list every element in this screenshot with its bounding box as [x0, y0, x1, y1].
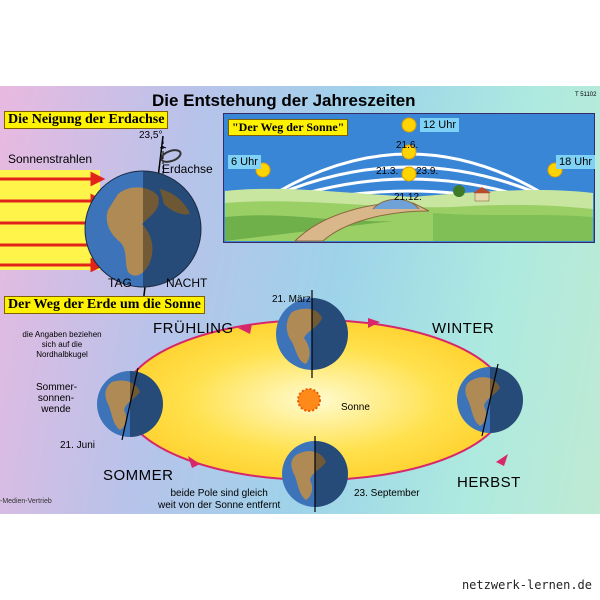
- axis-angle-label: 23,5°: [139, 130, 163, 141]
- morning-label: 6 Uhr: [228, 155, 261, 169]
- evening-label: 18 Uhr: [556, 155, 596, 169]
- sunrays-label: Sonnenstrahlen: [8, 152, 93, 166]
- globe-autumn: [282, 436, 348, 512]
- axis-label: Erdachse: [162, 162, 213, 176]
- poster-code: T 51102: [575, 92, 597, 98]
- date-september: 23. September: [354, 488, 420, 499]
- poster-title: Die Entstehung der Jahreszeiten: [152, 91, 416, 110]
- date-mar: 21.3.: [376, 166, 399, 177]
- poster: Die Entstehung der Jahreszeiten T 51102 …: [0, 86, 600, 514]
- date-dec: 21.12.: [394, 192, 422, 203]
- orbit-illustration: [97, 290, 523, 512]
- season-autumn: HERBST: [457, 474, 521, 491]
- globe-winter: [457, 363, 523, 437]
- date-june: 21. Juni: [60, 440, 96, 451]
- date-march: 21. März: [272, 294, 311, 305]
- poles-note: beide Pole sind gleich weit von der Sonn…: [158, 488, 281, 511]
- season-summer: SOMMER: [103, 467, 174, 484]
- night-label: NACHT: [166, 276, 208, 290]
- globe-summer: [97, 367, 163, 441]
- orbit-panel-title: Der Weg der Erde um die Sonne: [4, 296, 205, 314]
- publisher-credit: -Medien-Vertrieb: [0, 498, 52, 505]
- season-winter: WINTER: [432, 320, 495, 337]
- sun-label: Sonne: [341, 402, 370, 413]
- date-jun: 21.6.: [396, 140, 419, 151]
- orbit-note: die Angaben beziehen sich auf die Nordha…: [22, 330, 102, 359]
- noon-label: 12 Uhr: [420, 118, 460, 132]
- solstice-label: Sommer- sonnen- wende: [36, 382, 78, 415]
- sun-panel-title: "Der Weg der Sonne": [228, 119, 349, 136]
- globe-spring: [276, 290, 348, 378]
- axis-illustration: [0, 135, 202, 313]
- season-spring: FRÜHLING: [153, 320, 234, 337]
- day-label: TAG: [108, 276, 132, 290]
- axis-panel-title: Die Neigung der Erdachse: [4, 111, 169, 129]
- globe-axis: [84, 170, 202, 288]
- footer-site: netzwerk-lernen.de: [461, 578, 592, 592]
- sun-icon: [297, 388, 321, 412]
- date-sep: 23.9.: [416, 166, 439, 177]
